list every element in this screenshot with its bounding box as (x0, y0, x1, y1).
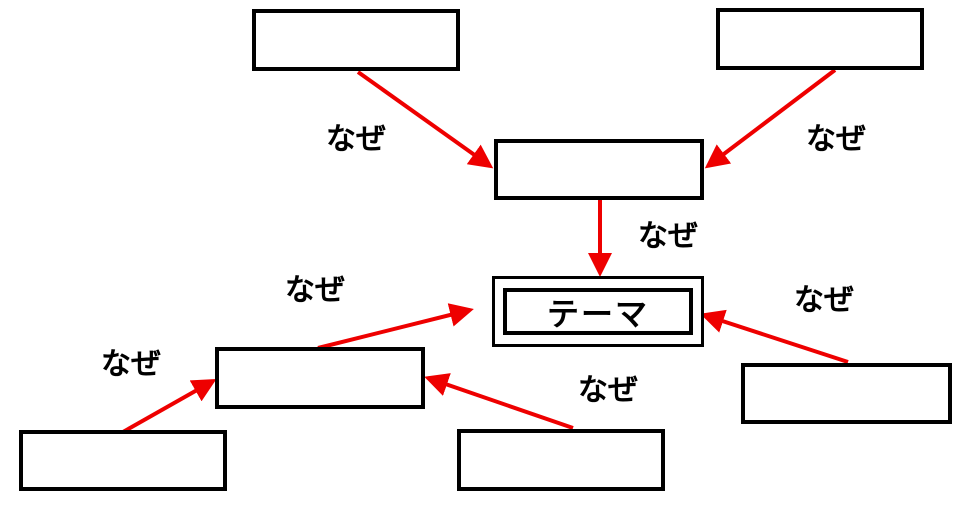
empty-box-left (215, 347, 425, 409)
arrow-topright-to-middle (704, 68, 837, 169)
why-label-upper-left: なぜ (285, 273, 345, 308)
arrow-topleft-to-middle (356, 70, 494, 169)
why-label-right: なぜ (794, 283, 854, 318)
why-label-top-left: なぜ (326, 122, 386, 157)
arrow-left-to-theme (317, 303, 474, 350)
arrow-right-to-theme (700, 309, 849, 364)
empty-box-right (741, 363, 952, 424)
empty-box-top-left (252, 9, 460, 71)
arrow-bottomleft-to-left (122, 379, 217, 434)
empty-box-middle (494, 139, 704, 200)
arrow-bottommiddle-to-left (424, 373, 574, 430)
why-label-bottom-middle: なぜ (578, 373, 638, 408)
why-label-top-right: なぜ (806, 122, 866, 157)
empty-box-top-right (716, 8, 924, 70)
empty-box-bottom-middle (457, 429, 665, 491)
empty-box-bottom-left (19, 430, 227, 491)
theme-label: テーマ (503, 288, 693, 335)
theme-box: テーマ (492, 276, 704, 347)
why-label-middle: なぜ (638, 219, 698, 254)
why-label-left: なぜ (101, 347, 161, 382)
